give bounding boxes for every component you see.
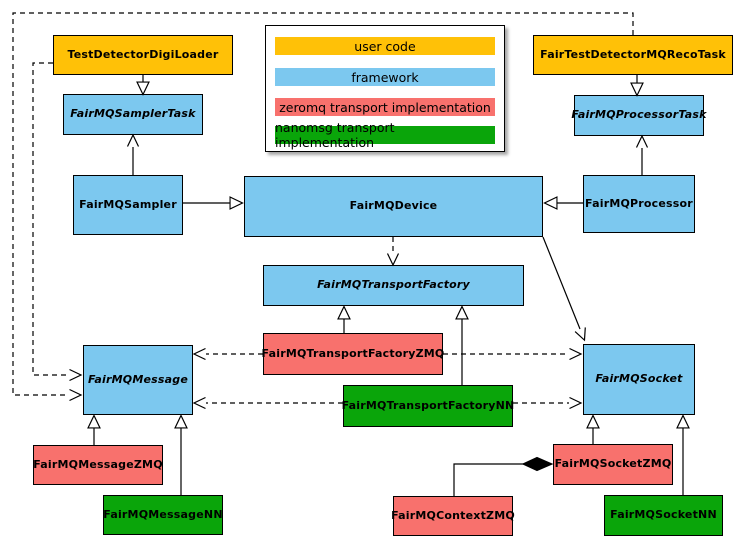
class-box-fairmqdevice: FairMQDevice [244,176,543,237]
legend-item-zeromq: zeromq transport implementation [275,98,495,116]
legend-item-user-code: user code [275,37,495,55]
class-box-fairmqmessage: FairMQMessage [83,345,193,415]
composition-diamond-icon [521,456,554,472]
class-box-fairmqsamplertask: FairMQSamplerTask [63,94,203,135]
legend-item-framework: framework [275,68,495,86]
class-box-fairmqtransportfactory: FairMQTransportFactory [263,265,524,306]
class-box-fairmqtransportfactoryzmq: FairMQTransportFactoryZMQ [262,333,444,375]
legend-item-nanomsg: nanomsg transport implementation [275,120,495,150]
class-box-fairmqsocketnn: FairMQSocketNN [604,495,723,536]
class-box-fairmqprocessortask: FairMQProcessorTask [571,95,706,136]
class-box-fairmqsampler: FairMQSampler [73,175,183,235]
class-box-testdetectordigiloader: TestDetectorDigiLoader [53,35,233,75]
edge-device-to-socket [542,236,586,342]
class-box-fairtestdetectormqrecotask: FairTestDetectorMQRecoTask [533,35,733,75]
legend: user code framework zeromq transport imp… [265,25,505,152]
class-box-fairmqsocket: FairMQSocket [583,344,695,415]
class-box-fairmqprocessor: FairMQProcessor [583,175,695,233]
class-box-fairmqtransportfactorynn: FairMQTransportFactoryNN [342,385,514,427]
class-box-fairmqmessagenn: FairMQMessageNN [103,495,223,535]
class-box-fairmqcontextzmq: FairMQContextZMQ [391,496,515,536]
class-box-fairmqsocketzmq: FairMQSocketZMQ [553,444,673,485]
edge-contextzmq-to-socketzmq [453,463,526,496]
class-box-fairmqmessagezmq: FairMQMessageZMQ [33,445,163,485]
